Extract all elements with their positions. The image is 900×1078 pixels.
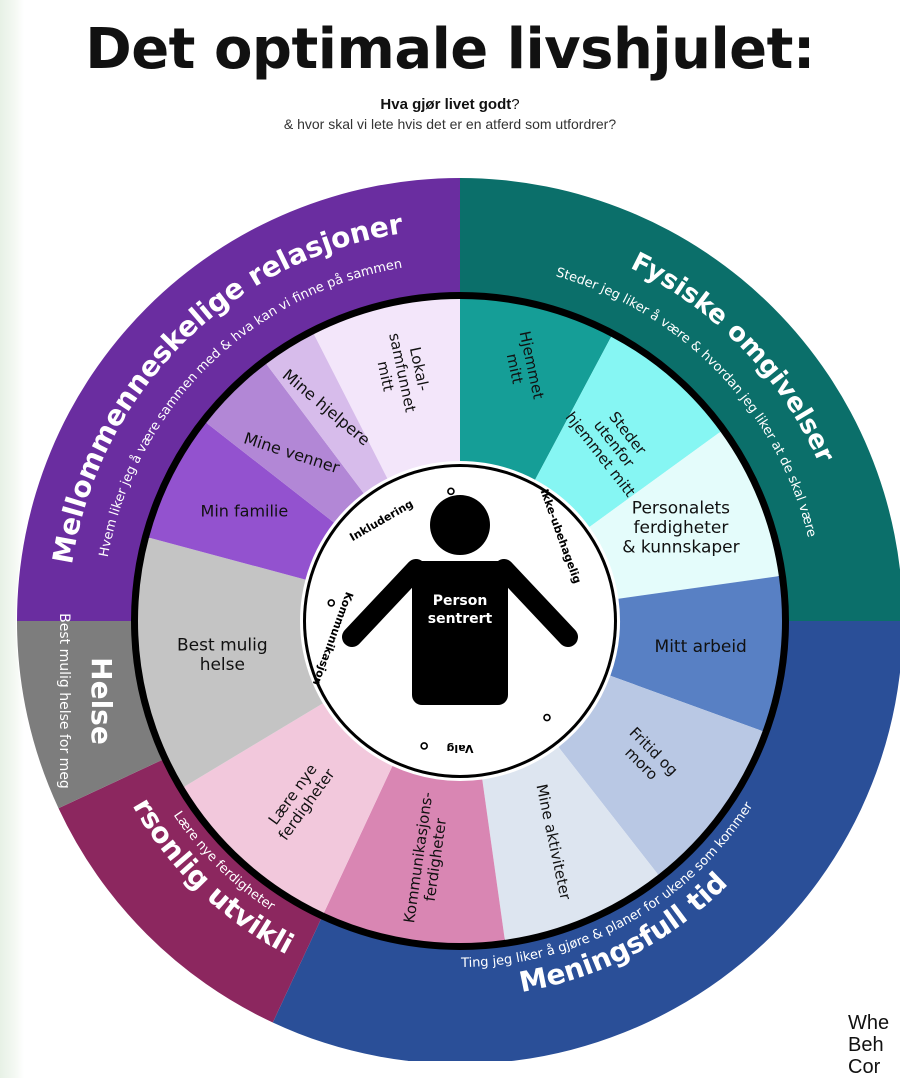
section-helse-title: Helse (85, 657, 118, 745)
segment-lokalsamfunnet (313, 299, 460, 479)
segment-mine-hjelpere (266, 334, 388, 494)
segment-label-min-familie: Min familie (201, 502, 289, 521)
segment-mine-aktiviteter (482, 747, 659, 940)
section-personlig-utvikling-band (58, 759, 322, 1023)
page-title: Det optimale livshjulet: (85, 17, 815, 82)
person-head-icon (430, 495, 490, 555)
subtitle-question-mark: ? (511, 96, 520, 113)
center-ring-mark-icon (420, 742, 428, 750)
section-helse-subtitle: Best mulig helse for meg (56, 613, 72, 789)
section-helse-text: Helse Best mulig helse for meg (56, 613, 118, 789)
subtitle-question: Hva gjør livet godt? (0, 96, 900, 113)
person-left-arm-icon (342, 559, 426, 647)
segment-fritid-og-moro (558, 675, 763, 875)
person-figure-icon (342, 495, 578, 705)
section-relasjoner-band (17, 178, 460, 621)
segment-label-text: Min familie (201, 502, 289, 521)
cropped-corner-note: Whe Beh Cor (848, 1012, 890, 1078)
center-label-line1: Person (433, 593, 488, 609)
segment-kommunikasjonsferdigheter (323, 766, 505, 944)
segment-mine-venner (206, 363, 364, 523)
section-meningsfull-tid-band (272, 621, 900, 1061)
segment-label-text: Mitt arbeid (655, 637, 747, 657)
segment-laere-nye-ferdigheter (183, 703, 393, 913)
center-value-valg-text: Valg (447, 742, 474, 755)
segment-steder-utenfor (535, 336, 721, 527)
center-label-line2: sentrert (428, 611, 493, 627)
person-right-arm-icon (494, 559, 578, 647)
segment-best-mulig-helse (137, 537, 323, 787)
segment-mitt-arbeid (610, 576, 783, 732)
center-ring-mark-icon (447, 487, 455, 496)
segment-label-mitt-arbeid: Mitt arbeid (655, 637, 747, 657)
center-ring-mark-icon (543, 713, 551, 722)
person-body-icon (412, 561, 508, 705)
separator-ring (131, 292, 789, 950)
section-fysiske-band (460, 178, 900, 621)
center-value-valg: Valg (447, 742, 474, 755)
subtitle-line: & hvor skal vi lete hvis det er en atfer… (283, 116, 617, 132)
segment-min-familie (148, 422, 334, 580)
segment-hjemmet (460, 299, 612, 480)
center-ring-mark-icon (327, 599, 336, 607)
segment-personalets-ferdigheter (589, 431, 779, 599)
section-helse-band (17, 621, 163, 809)
subtitle-question-bold: Hva gjør livet godt (380, 96, 512, 113)
